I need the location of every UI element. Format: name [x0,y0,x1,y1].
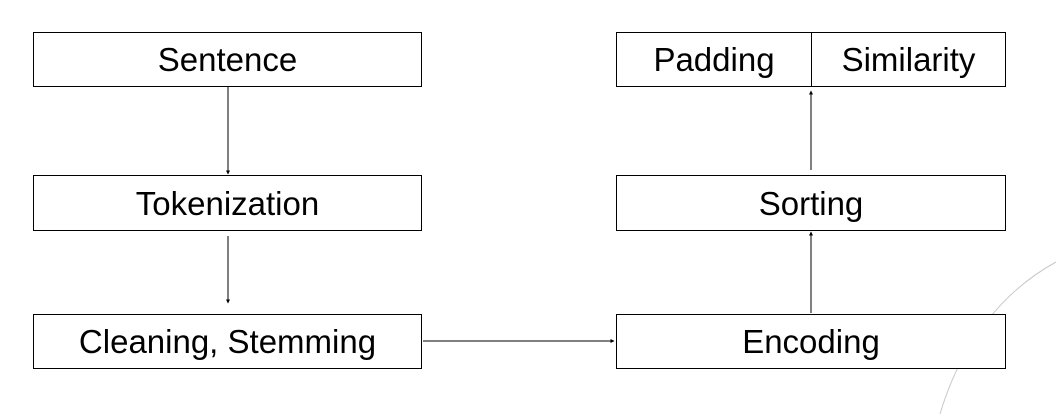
node-encoding: Encoding [616,314,1006,369]
node-sentence-label: Sentence [157,41,298,78]
node-sorting: Sorting [616,175,1006,231]
node-encoding-label: Encoding [742,323,880,360]
node-similarity-label: Similarity [841,41,976,78]
node-padding: Padding [617,33,811,86]
node-cleaning-stemming-label: Cleaning, Stemming [78,323,377,360]
node-split-divider [811,33,812,86]
node-tokenization: Tokenization [33,175,422,231]
node-sorting-label: Sorting [758,184,864,222]
node-sentence: Sentence [33,32,422,87]
node-cleaning-stemming: Cleaning, Stemming [33,314,422,369]
node-padding-label: Padding [653,41,775,78]
node-tokenization-label: Tokenization [135,184,320,222]
node-padding-similarity: Padding Similarity [616,32,1006,87]
node-similarity: Similarity [812,33,1005,86]
